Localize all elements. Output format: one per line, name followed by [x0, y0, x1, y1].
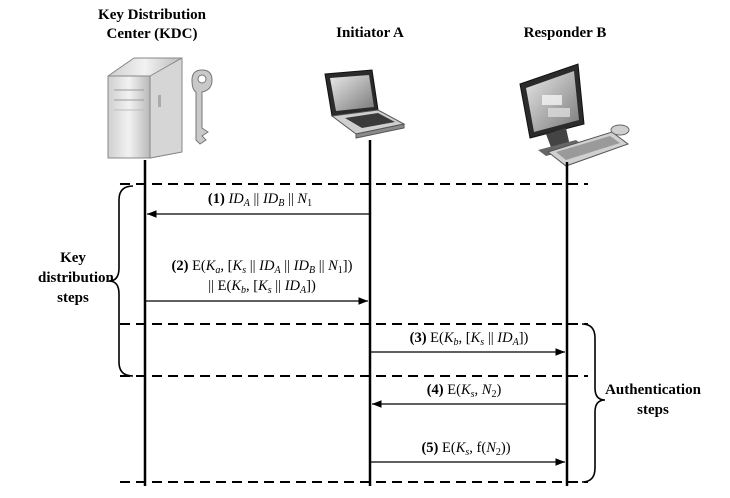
- authentication-label: Authentication steps: [605, 382, 701, 418]
- message-1-number: (1): [207, 191, 225, 207]
- responder-header: Responder B: [505, 24, 625, 43]
- laptop-icon: [324, 69, 406, 139]
- message-4-label: (4) E(Ks, N2): [426, 382, 502, 400]
- message-5-label: (5) E(Ks, f(N2)): [421, 440, 511, 458]
- key-distribution-label: Key distribution steps: [38, 250, 114, 306]
- kdc-header: Key Distribution Center (KDC): [82, 6, 222, 44]
- message-2-number: (2): [171, 258, 189, 274]
- server-icon: [107, 57, 183, 159]
- message-5-number: (5): [421, 440, 439, 456]
- message-3-label: (3) E(Kb, [Ks || IDA]): [409, 330, 529, 348]
- message-4-number: (4): [426, 382, 444, 398]
- key-icon: [191, 69, 213, 145]
- key-distribution-brace: [108, 185, 134, 377]
- responder-header-label: Responder B: [523, 25, 607, 41]
- kdc-header-label: Key Distribution Center (KDC): [98, 7, 206, 42]
- message-1-label: (1) IDA || IDB || N1: [207, 191, 313, 209]
- message-2-label: (2) E(Ka, [Ks || IDA || IDB || N1]) || E…: [171, 258, 353, 296]
- step-separators: [120, 183, 588, 483]
- initiator-header: Initiator A: [315, 24, 425, 43]
- desktop-computer-icon: [519, 63, 630, 167]
- initiator-header-label: Initiator A: [336, 25, 404, 41]
- authentication-brace: [581, 323, 606, 483]
- message-3-number: (3): [409, 330, 427, 346]
